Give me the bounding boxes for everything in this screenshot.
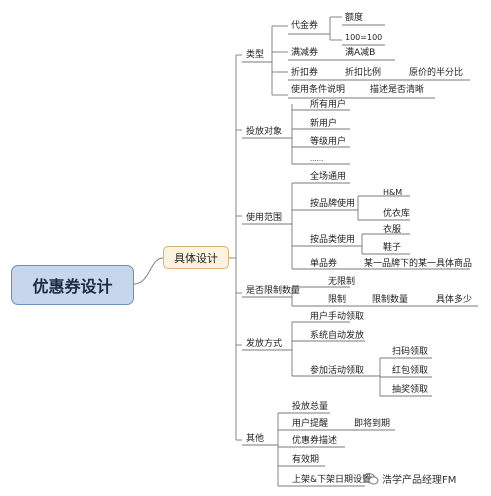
other-desc: 优惠券描述	[292, 436, 338, 446]
other-total: 投放总量	[292, 402, 329, 412]
event-item: 红包领取	[392, 366, 429, 376]
discount-ratio: 折扣比例	[345, 68, 382, 78]
center-node: 具体设计	[163, 246, 229, 269]
scope-category: 按品类使用	[310, 235, 356, 245]
event-item: 抽奖领取	[392, 385, 429, 395]
branch-distribution: 发放方式	[246, 339, 283, 349]
branch-type: 类型	[246, 50, 265, 60]
audience-item: ......	[310, 155, 324, 163]
wechat-icon	[363, 472, 379, 485]
event-item: 扫码领取	[392, 347, 429, 357]
other-validity: 有效期	[292, 455, 320, 465]
audience-item: 所有用户	[310, 100, 347, 110]
watermark: 浩学产品经理FM	[363, 471, 456, 486]
root-node: 优惠券设计	[11, 265, 134, 305]
branch-other: 其他	[246, 434, 265, 444]
brand-item: H&M	[383, 188, 403, 197]
distribution-auto: 系统自动发放	[310, 331, 365, 341]
single-detail: 某一品牌下的某一具体商品	[364, 259, 473, 269]
brand-item: 优衣库	[383, 209, 411, 219]
scope-all: 全场通用	[310, 172, 347, 182]
distribution-event: 参加活动领取	[310, 366, 365, 376]
type-voucher: 代金券	[291, 21, 319, 31]
limit-unlimited: 无限制	[328, 277, 356, 287]
type-discount: 折扣券	[291, 68, 319, 78]
distribution-manual: 用户手动领取	[310, 312, 365, 322]
category-item: 衣服	[383, 225, 402, 235]
type-usage: 使用条件说明	[291, 85, 346, 95]
voucher-amount-example: 100=100	[345, 33, 383, 42]
voucher-amount: 额度	[345, 13, 364, 23]
audience-item: 等级用户	[310, 137, 347, 147]
limit-limited: 限制	[328, 295, 347, 305]
scope-brand: 按品牌使用	[310, 199, 356, 209]
limit-amount: 限制数量	[372, 295, 409, 305]
full-reduction-rule: 满A减B	[345, 48, 376, 58]
branch-scope: 使用范围	[246, 213, 283, 223]
other-shelf: 上架&下架日期设置	[292, 475, 372, 485]
watermark-text: 浩学产品经理FM	[382, 475, 457, 486]
limit-how-many: 具体多少	[436, 295, 473, 305]
branch-limit: 是否限制数量	[246, 286, 301, 296]
type-full-reduction: 满减券	[291, 48, 319, 58]
category-item: 鞋子	[383, 243, 402, 253]
reminder-detail: 即将到期	[354, 419, 391, 429]
discount-ratio-example: 原价的半分比	[409, 68, 464, 78]
branch-audience: 投放对象	[246, 127, 283, 137]
other-reminder: 用户提醒	[292, 419, 329, 429]
usage-detail: 描述是否清晰	[370, 85, 425, 95]
audience-item: 新用户	[310, 119, 338, 129]
scope-single: 单品券	[310, 259, 338, 269]
